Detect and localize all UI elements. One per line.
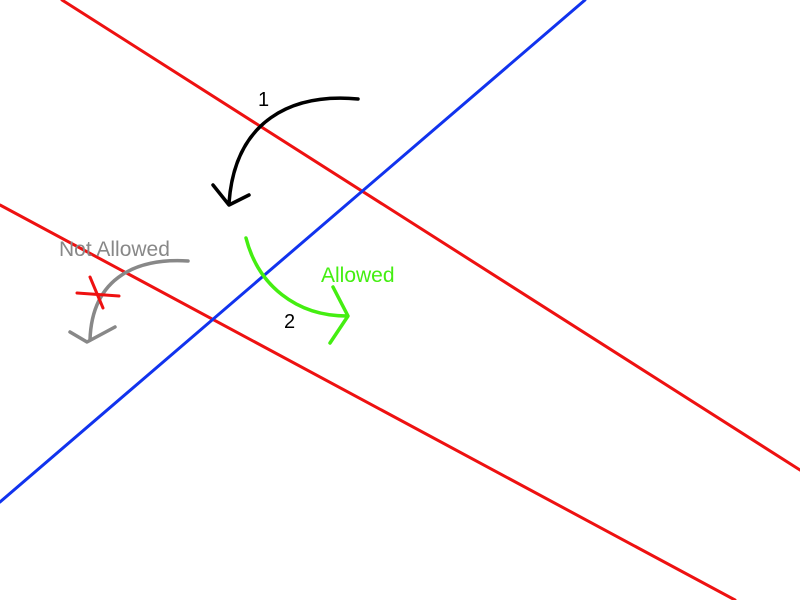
cross-mark-icon — [75, 275, 121, 310]
not-allowed-rotation-arrow — [68, 258, 190, 344]
not-allowed-label: Not Allowed — [59, 238, 170, 261]
allowed-rotation-arrow-arc — [244, 236, 349, 318]
rotation-arrow-step-1 — [211, 96, 360, 207]
cross-mark-stroke-2 — [75, 291, 121, 298]
cross-mark-stroke-1 — [88, 275, 105, 310]
rotation-arrow-step-1-arc — [227, 96, 360, 205]
blue-line — [0, 0, 587, 504]
red-line-upper — [60, 0, 800, 472]
not-allowed-rotation-arrow-arc — [88, 258, 190, 342]
allowed-label: Allowed — [321, 264, 395, 287]
allowed-rotation-arrow — [244, 236, 350, 345]
step-1-label: 1 — [258, 89, 269, 111]
red-line-lower — [0, 203, 737, 600]
rotation-arrow-step-1-head — [211, 183, 251, 207]
not-allowed-rotation-arrow-head — [68, 325, 117, 344]
step-2-label: 2 — [284, 311, 295, 333]
allowed-rotation-arrow-head — [328, 285, 350, 345]
